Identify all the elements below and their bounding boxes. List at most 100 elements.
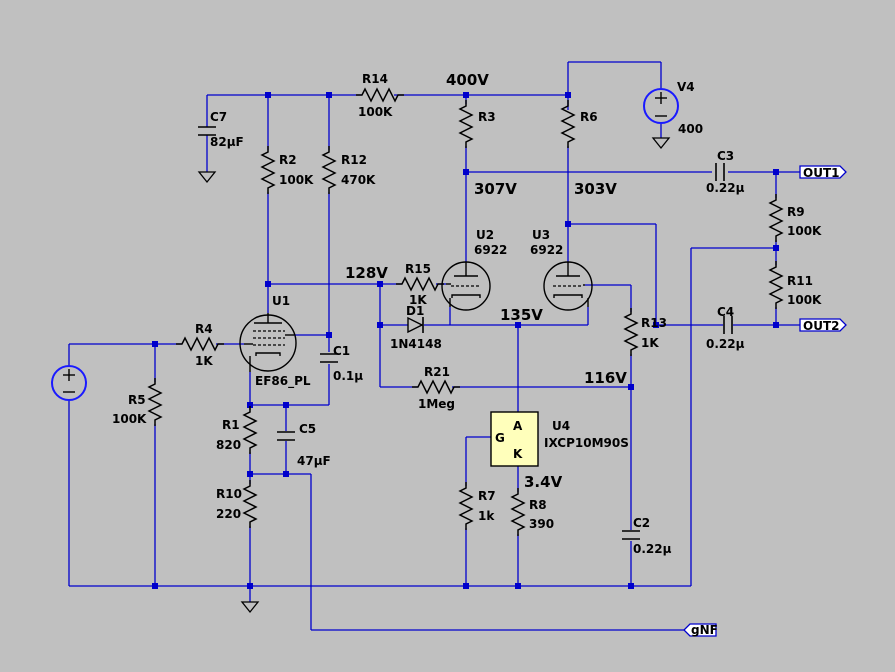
out2-label: OUT2	[803, 319, 839, 333]
r5-value: 100K	[112, 412, 147, 426]
r8-ref: R8	[529, 498, 547, 512]
c2-value: 0.22µ	[633, 542, 672, 556]
voltage-303v: 303V	[574, 180, 617, 198]
d1-value: 1N4148	[390, 337, 442, 351]
c7-ref: C7	[210, 110, 227, 124]
u1-value: EF86_PL	[255, 374, 311, 389]
port-gnf[interactable]	[683, 623, 717, 637]
r6-ref: R6	[580, 110, 598, 124]
d1-ref: D1	[406, 304, 424, 318]
r10-ref: R10	[216, 487, 242, 501]
resistor-r3[interactable]	[459, 99, 473, 149]
voltage-307v: 307V	[474, 180, 517, 198]
voltage-400v: 400V	[446, 71, 489, 89]
r4-value: 1K	[195, 354, 213, 368]
r7-ref: R7	[478, 489, 496, 503]
ground-icon	[651, 137, 671, 150]
u4-pin-k: K	[513, 447, 523, 461]
r15-ref: R15	[405, 262, 431, 276]
r4-ref: R4	[195, 322, 213, 336]
tube-u3[interactable]	[543, 261, 593, 311]
resistor-r8[interactable]	[511, 487, 525, 537]
r5-ref: R5	[128, 393, 146, 407]
u2-value: 6922	[474, 243, 507, 257]
resistor-r9[interactable]	[769, 193, 783, 243]
r21-ref: R21	[424, 365, 450, 379]
c1-ref: C1	[333, 344, 350, 358]
c5-ref: C5	[299, 422, 316, 436]
voltage-116v: 116V	[584, 369, 627, 387]
resistor-r5[interactable]	[148, 377, 162, 427]
r10-value: 220	[216, 507, 241, 521]
out1-label: OUT1	[803, 166, 839, 180]
v4-ref: V4	[677, 80, 695, 94]
u4-value: IXCP10M90S	[544, 436, 629, 450]
r11-value: 100K	[787, 293, 822, 307]
c3-value: 0.22µ	[706, 181, 745, 195]
port-out1[interactable]	[799, 165, 847, 179]
resistor-r2[interactable]	[261, 145, 275, 195]
u3-value: 6922	[530, 243, 563, 257]
voltage-source-v4[interactable]	[643, 88, 679, 124]
r1-value: 820	[216, 438, 241, 452]
resistor-r13[interactable]	[624, 307, 638, 357]
ground-icon	[197, 171, 217, 184]
voltage-3-4v: 3.4V	[524, 473, 563, 491]
c5-value: 47µF	[297, 454, 331, 468]
capacitor-c5[interactable]	[277, 431, 295, 441]
c7-value: 82µF	[210, 135, 244, 149]
r11-ref: R11	[787, 274, 813, 288]
r15-value: 1K	[409, 293, 427, 307]
u3-ref: U3	[532, 228, 550, 242]
r2-ref: R2	[279, 153, 297, 167]
r2-value: 100K	[279, 173, 314, 187]
u1-ref: U1	[272, 294, 290, 308]
u4-pin-a: A	[513, 419, 523, 433]
ic-u4[interactable]	[490, 411, 539, 467]
gnf-label: gNF	[691, 623, 718, 637]
r21-value: 1Meg	[418, 397, 455, 411]
v4-value: 400	[678, 122, 703, 136]
resistor-r1[interactable]	[243, 405, 257, 455]
resistor-r12[interactable]	[322, 145, 336, 195]
tube-u2[interactable]	[441, 261, 491, 311]
resistor-r7[interactable]	[459, 481, 473, 531]
voltage-135v: 135V	[500, 306, 543, 324]
c4-ref: C4	[717, 305, 734, 319]
junctions	[152, 92, 779, 589]
capacitor-c2[interactable]	[622, 530, 640, 540]
u4-ref: U4	[552, 419, 570, 433]
resistor-r11[interactable]	[769, 260, 783, 310]
capacitor-c4[interactable]	[723, 316, 733, 334]
r13-ref: R13	[641, 316, 667, 330]
r9-ref: R9	[787, 205, 805, 219]
input-signal-source[interactable]	[51, 365, 87, 401]
ground-icon	[240, 601, 260, 614]
c4-value: 0.22µ	[706, 337, 745, 351]
voltage-128v: 128V	[345, 264, 388, 282]
r14-value: 100K	[358, 105, 393, 119]
u2-ref: U2	[476, 228, 494, 242]
tube-u1[interactable]	[239, 313, 297, 372]
r12-value: 470K	[341, 173, 376, 187]
port-out2[interactable]	[799, 318, 847, 332]
c3-ref: C3	[717, 149, 734, 163]
c2-ref: C2	[633, 516, 650, 530]
r13-value: 1K	[641, 336, 659, 350]
r1-ref: R1	[222, 418, 240, 432]
r3-ref: R3	[478, 110, 496, 124]
capacitor-c1[interactable]	[320, 353, 338, 363]
capacitor-c7[interactable]	[198, 126, 216, 136]
c1-value: 0.1µ	[333, 369, 363, 383]
capacitor-c3[interactable]	[715, 163, 725, 181]
ground-symbols	[197, 137, 671, 614]
r14-ref: R14	[362, 72, 388, 86]
resistor-r10[interactable]	[243, 479, 257, 529]
r9-value: 100K	[787, 224, 822, 238]
diode-d1[interactable]	[407, 316, 424, 334]
u4-pin-g: G	[495, 431, 505, 445]
r12-ref: R12	[341, 153, 367, 167]
r7-value: 1k	[478, 509, 495, 523]
wires	[68, 61, 800, 631]
